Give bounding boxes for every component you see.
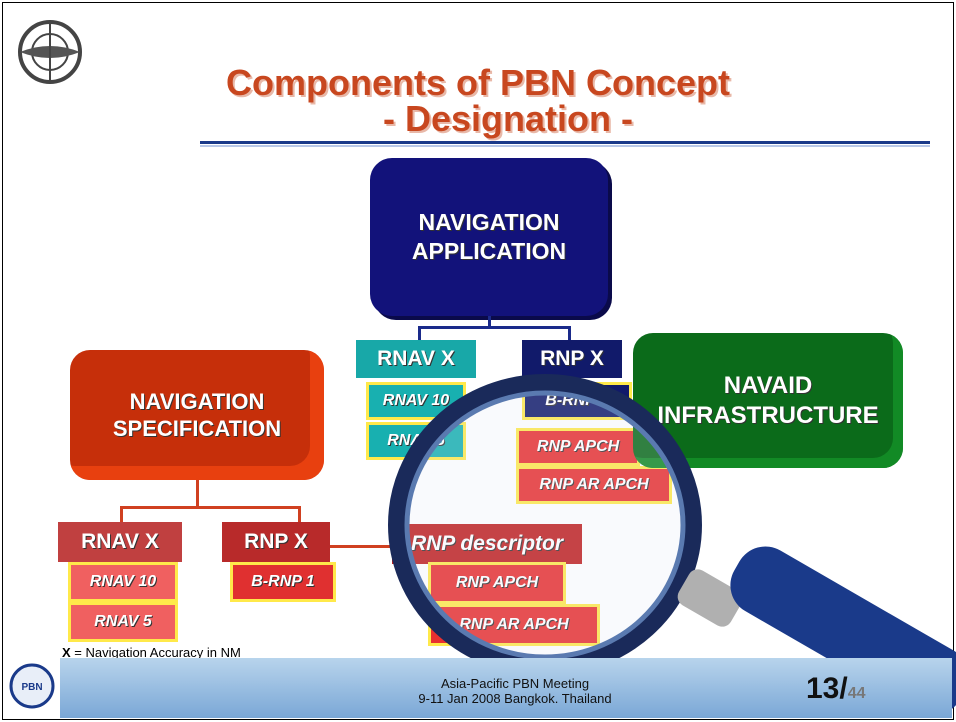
connector [298,506,301,522]
bottom-rnav-x-tag: RNAV X [58,522,182,562]
page-number: 13/44 [806,672,866,705]
footer-meeting: Asia-Pacific PBN Meeting 9-11 Jan 2008 B… [418,676,612,706]
rnp-descriptor-tag: RNP descriptor [392,524,582,564]
top-rnp-x-tag: RNP X [522,340,622,378]
slide-title-line1: Components of PBN Concept [226,62,730,103]
title-rule [200,141,930,144]
connector [120,506,300,509]
connector [418,326,421,342]
top-rnp-ar-apch: RNP AR APCH [516,466,672,504]
connector [196,480,199,506]
bottom-b-rnp-1: B-RNP 1 [230,562,336,602]
bottom-rnav-10: RNAV 10 [68,562,178,602]
pbn-logo: PBN [9,663,55,709]
navigation-specification-box: NAVIGATION SPECIFICATION [70,350,324,480]
connector [418,326,570,329]
slide-title-line2: - Designation - [383,98,633,139]
legend: X = Navigation Accuracy in NM [62,645,241,660]
top-rnav-x-tag: RNAV X [356,340,476,378]
descriptor-rnp-apch: RNP APCH [428,562,566,604]
bottom-rnp-x-tag: RNP X [222,522,330,562]
title-rule-shadow [200,145,930,147]
svg-text:PBN: PBN [21,682,42,693]
footer-band [60,658,952,718]
icao-logo [18,20,82,84]
bottom-rnav-5: RNAV 5 [68,602,178,642]
connector [120,506,123,522]
connector [330,545,390,548]
connector [488,316,491,326]
navigation-application-box: NAVIGATION APPLICATION [370,158,608,316]
connector [568,326,571,342]
